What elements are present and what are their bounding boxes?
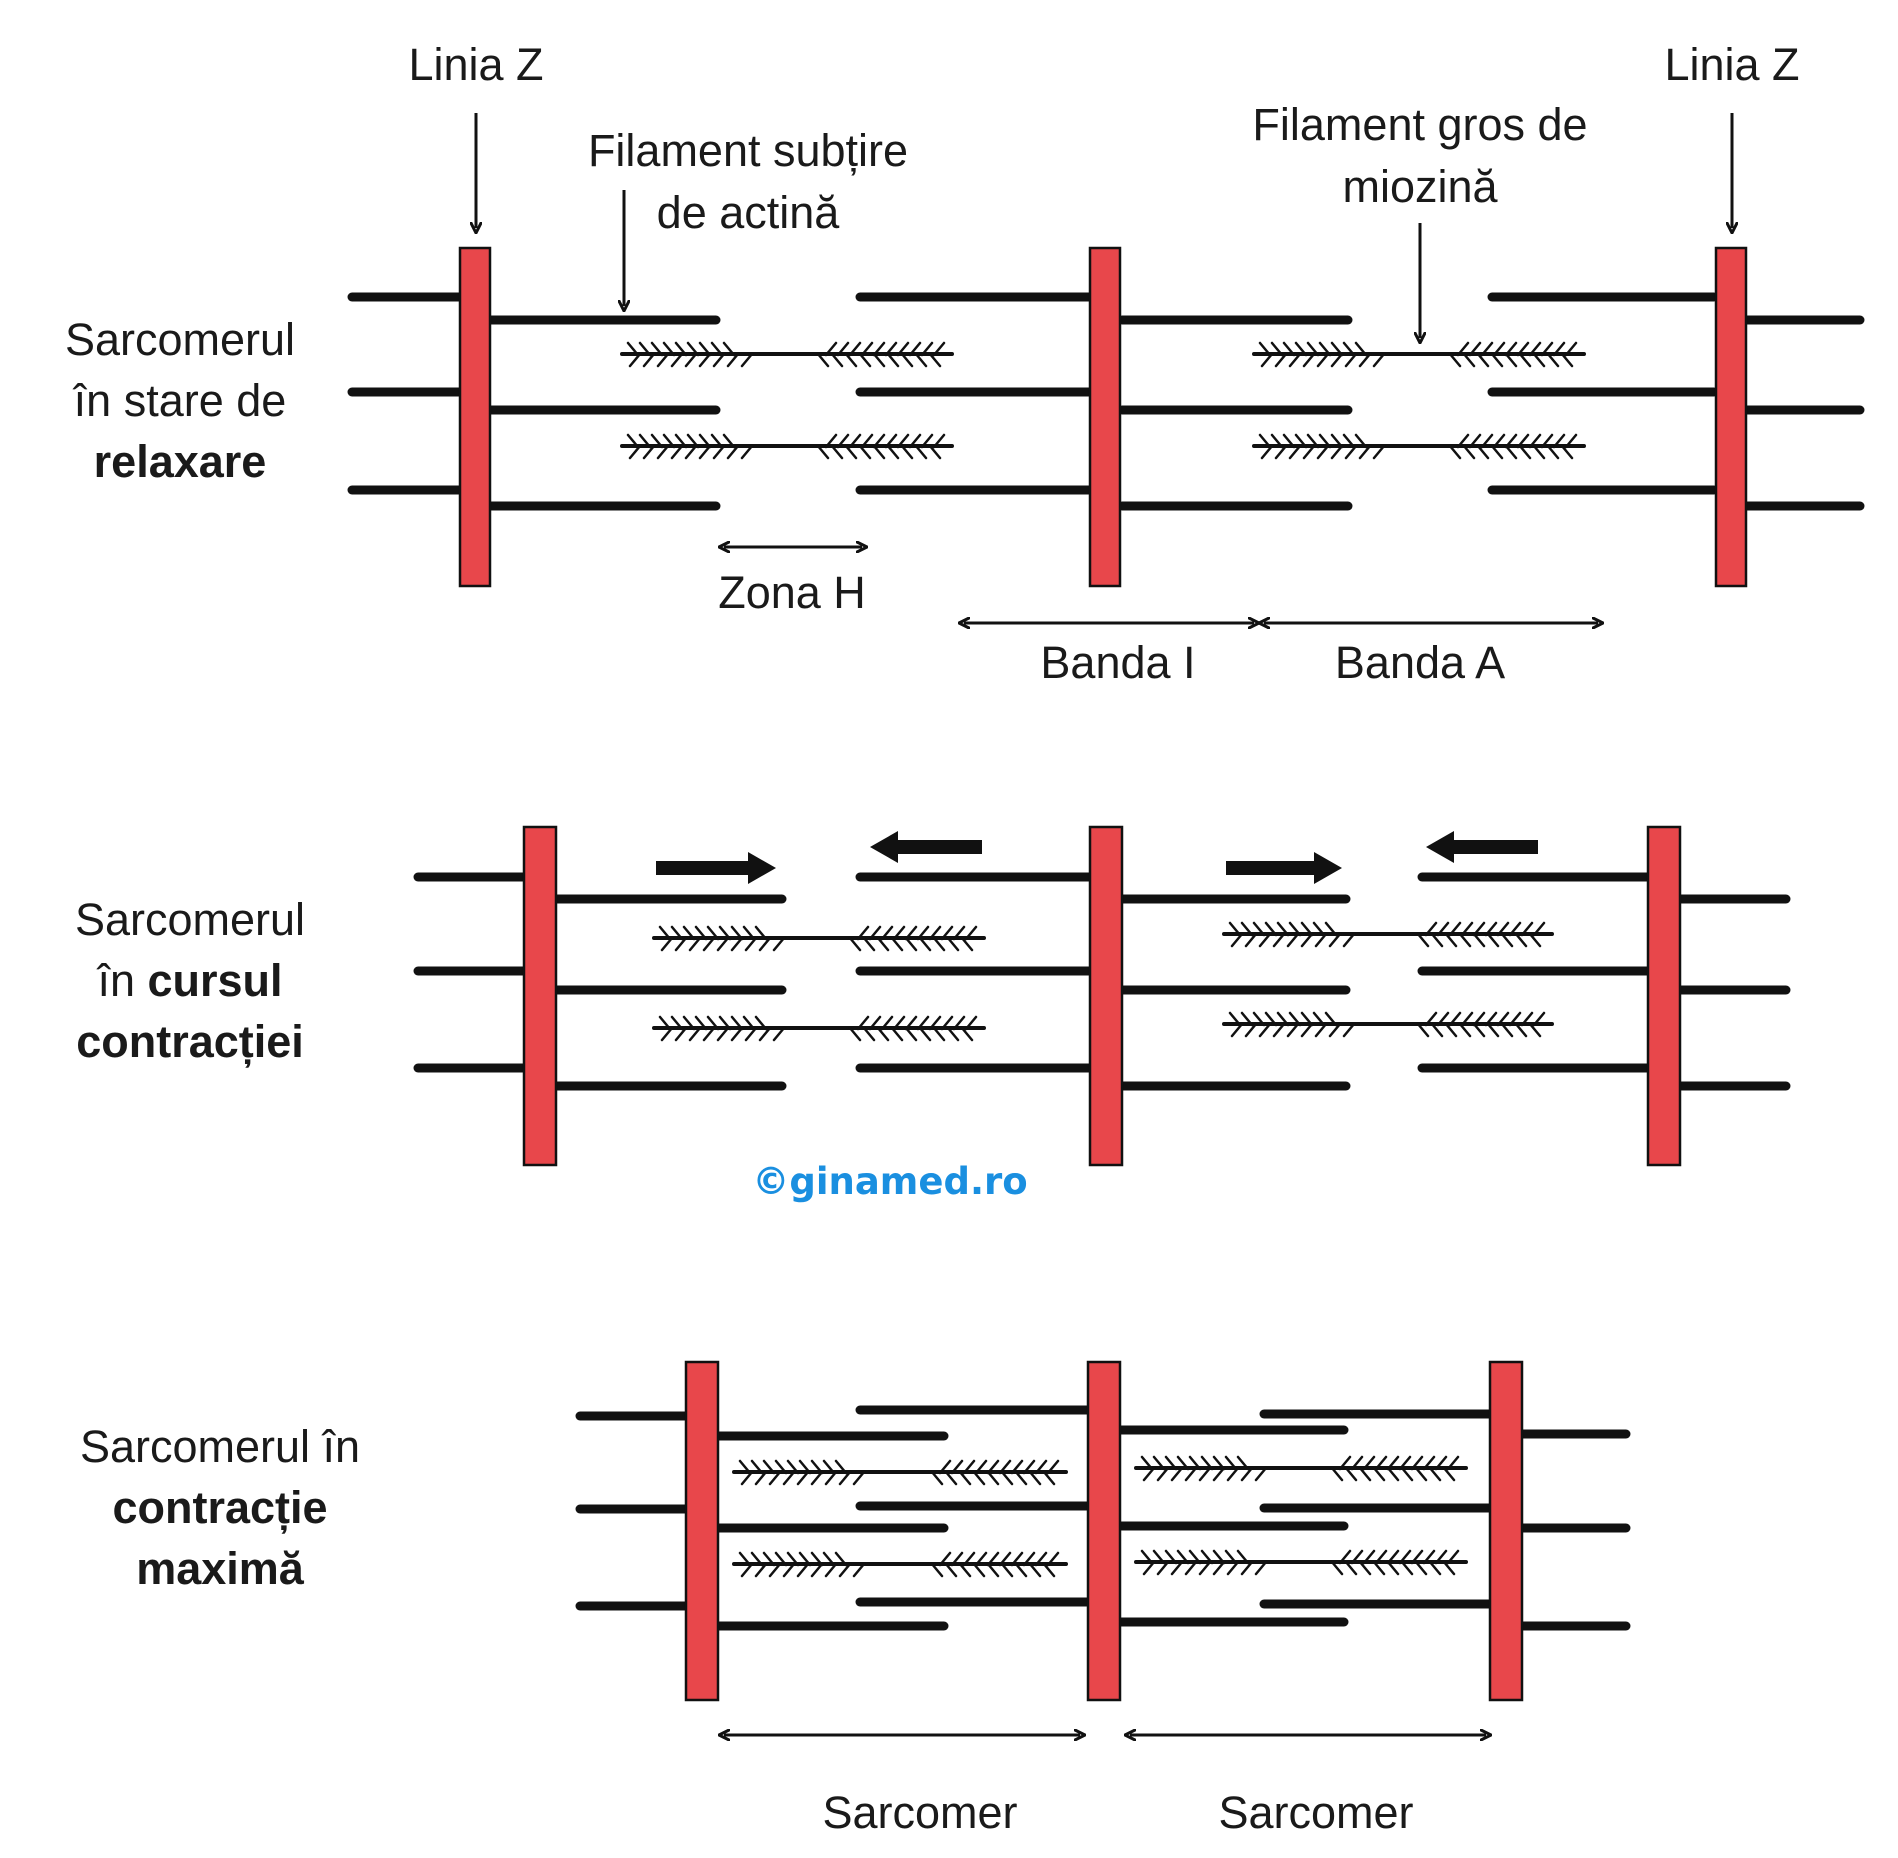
z-discs-row2 <box>522 825 1682 1167</box>
z-line-left-label: Linia Z <box>408 39 543 90</box>
state-contracting-line2-prefix: în <box>96 955 135 1006</box>
a-band-label: Banda A <box>1335 637 1505 688</box>
thin-filament-label-line2: de actină <box>657 187 841 238</box>
z-line-right-label: Linia Z <box>1664 39 1799 90</box>
movement-arrows-row2 <box>656 831 1538 884</box>
state-max-line1: Sarcomerul în <box>80 1421 360 1472</box>
myosin-filaments-row1 <box>620 352 1586 448</box>
state-relaxed-line1: Sarcomerul <box>65 314 295 365</box>
thick-filament-label-line1: Filament gros de <box>1252 99 1587 150</box>
myosin-heads-row2 <box>658 921 1546 1042</box>
i-band-label: Banda I <box>1040 637 1195 688</box>
z-disc <box>1488 1360 1524 1702</box>
state-contracting-line2-bold: cursul <box>148 955 283 1006</box>
arrow-left-icon <box>1426 831 1538 863</box>
h-zone-label: Zona H <box>718 567 866 618</box>
state-relaxed-line2: în stare de <box>73 375 287 426</box>
myosin-heads-row3 <box>738 1455 1460 1578</box>
z-disc <box>1088 246 1122 588</box>
sarcomere-label-1: Sarcomer <box>822 1787 1017 1838</box>
z-disc <box>1646 825 1682 1167</box>
row-contracting: Sarcomerul în cursul contracției ©giname… <box>75 825 1791 1203</box>
row-relaxed: Linia Z Linia Z Filament subțire de acti… <box>65 39 1865 688</box>
state-contracting-line2: în cursul <box>96 955 282 1006</box>
z-discs-row3 <box>684 1360 1524 1702</box>
arrow-right-icon <box>656 852 776 884</box>
watermark: ©ginamed.ro <box>752 1160 1027 1203</box>
sarcomere-label-2: Sarcomer <box>1218 1787 1413 1838</box>
arrow-left-icon <box>870 831 982 863</box>
state-max-line2: contracție <box>112 1482 327 1533</box>
state-max-line3: maximă <box>136 1543 305 1594</box>
z-disc <box>684 1360 720 1702</box>
annotation-arrows-row1 <box>476 113 1732 623</box>
state-contracting-line1: Sarcomerul <box>75 894 305 945</box>
arrow-right-icon <box>1226 852 1342 884</box>
myosin-filaments-row3 <box>732 1466 1468 1566</box>
myosin-heads-row1 <box>626 341 1578 460</box>
z-disc <box>1714 246 1748 588</box>
state-relaxed-line3: relaxare <box>94 436 267 487</box>
z-disc <box>1088 825 1124 1167</box>
actin-filaments-row2 <box>413 872 1791 1091</box>
thick-filament-label-line2: miozină <box>1342 161 1498 212</box>
z-discs-row1 <box>458 246 1748 588</box>
thin-filament-label-line1: Filament subțire <box>588 125 908 176</box>
actin-filaments-row1 <box>347 292 1865 511</box>
row-max-contraction: Sarcomer Sarcomer Sarcomerul în contracț… <box>80 1360 1631 1838</box>
z-disc <box>522 825 558 1167</box>
z-disc <box>458 246 492 588</box>
state-contracting-line3: contracției <box>76 1016 304 1067</box>
actin-filaments-row3 <box>575 1405 1631 1631</box>
z-disc <box>1086 1360 1122 1702</box>
